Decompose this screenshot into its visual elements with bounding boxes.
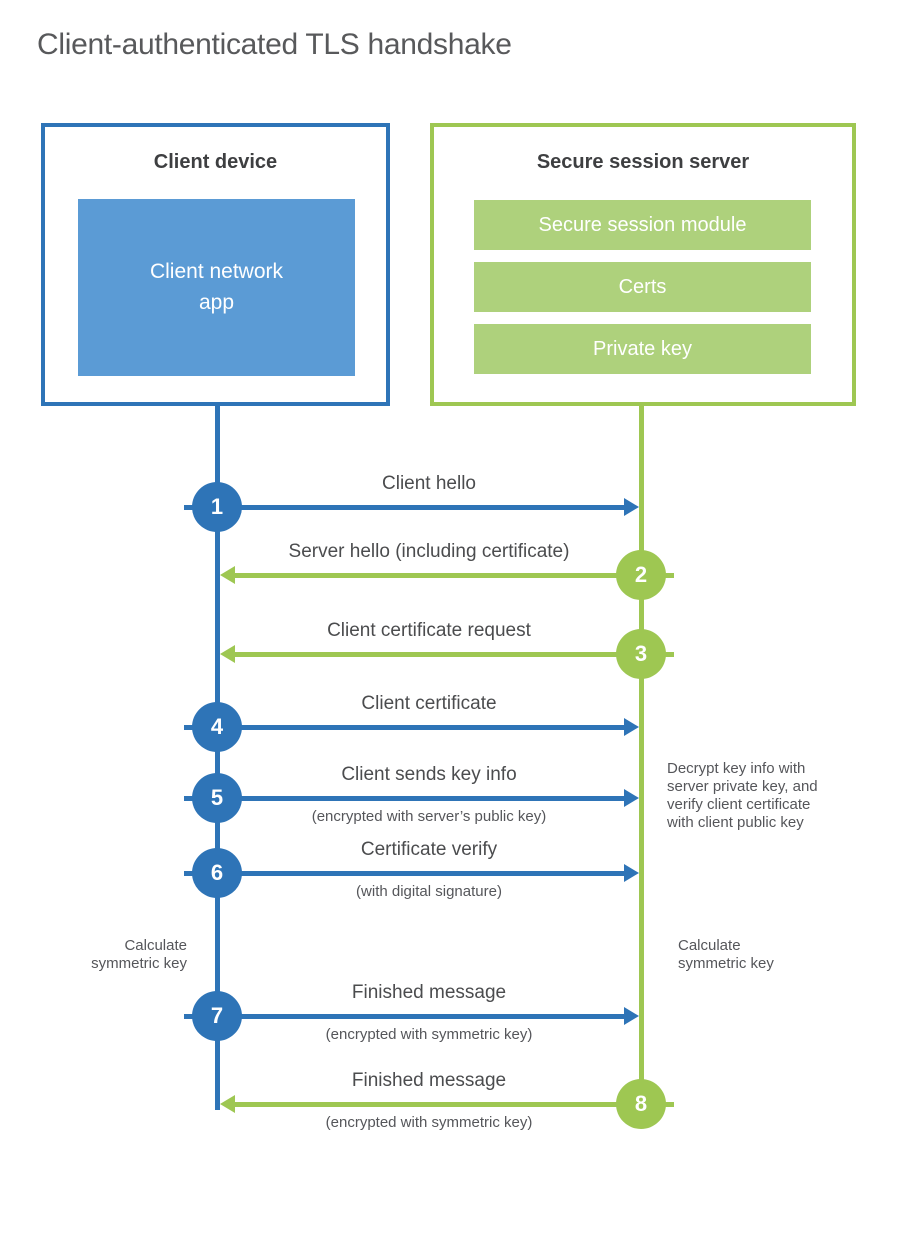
message-arrow — [184, 725, 625, 730]
step-circle: 6 — [192, 848, 242, 898]
client-lifeline — [215, 405, 220, 1110]
message-sublabel: (encrypted with server’s public key) — [311, 808, 547, 825]
arrow-head-icon — [624, 718, 639, 736]
message-arrow — [235, 1102, 674, 1107]
server-module-private-key: Private key — [474, 324, 811, 374]
step-circle: 8 — [616, 1079, 666, 1129]
page-title: Client-authenticated TLS handshake — [37, 28, 512, 61]
server-module-certs: Certs — [474, 262, 811, 312]
step-circle: 3 — [616, 629, 666, 679]
message-arrow — [184, 796, 625, 801]
message-sublabel: (encrypted with symmetric key) — [325, 1026, 533, 1043]
message-sublabel: (with digital signature) — [356, 883, 502, 900]
message-arrow — [235, 652, 674, 657]
calculate-symmetric-key-note-server: Calculate symmetric key — [678, 937, 774, 972]
arrow-head-icon — [624, 789, 639, 807]
arrow-head-icon — [624, 864, 639, 882]
message-label: Client sends key info — [341, 764, 517, 785]
client-device-title: Client device — [153, 151, 278, 173]
arrow-head-icon — [220, 645, 235, 663]
step-circle: 5 — [192, 773, 242, 823]
message-arrow — [184, 1014, 625, 1019]
step-circle: 7 — [192, 991, 242, 1041]
message-label: Finished message — [351, 1070, 507, 1091]
decrypt-key-note: Decrypt key info with server private key… — [667, 760, 818, 831]
message-label: Finished message — [351, 982, 507, 1003]
arrow-head-icon — [220, 566, 235, 584]
message-sublabel: (encrypted with symmetric key) — [325, 1114, 533, 1131]
step-circle: 1 — [192, 482, 242, 532]
message-label: Server hello (including certificate) — [288, 541, 570, 562]
message-arrow — [235, 573, 674, 578]
server-box-title: Secure session server — [536, 151, 750, 173]
server-module-secure-session: Secure session module — [474, 200, 811, 250]
message-arrow — [184, 871, 625, 876]
message-arrow — [184, 505, 625, 510]
message-label: Certificate verify — [360, 839, 498, 860]
arrow-head-icon — [624, 498, 639, 516]
arrow-head-icon — [624, 1007, 639, 1025]
server-lifeline — [639, 405, 644, 1105]
step-circle: 4 — [192, 702, 242, 752]
step-circle: 2 — [616, 550, 666, 600]
client-network-app-box: Client network app — [78, 199, 355, 376]
calculate-symmetric-key-note-client: Calculate symmetric key — [91, 937, 187, 972]
message-label: Client certificate request — [327, 620, 531, 641]
message-label: Client hello — [382, 473, 476, 494]
arrow-head-icon — [220, 1095, 235, 1113]
message-label: Client certificate — [361, 693, 497, 714]
